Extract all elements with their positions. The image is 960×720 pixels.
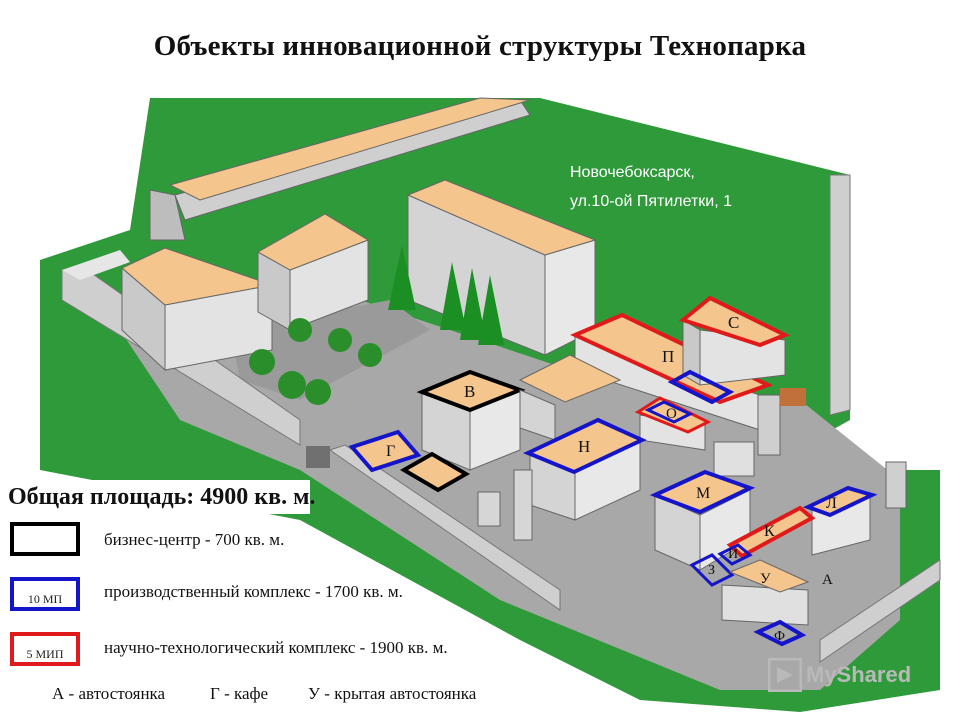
bldg-I-roof: [717, 543, 753, 566]
myshared-logo-icon: [768, 658, 802, 692]
bldg-O-inner: [644, 400, 694, 424]
fence-front: [328, 444, 561, 611]
bldg-U-front: [721, 584, 809, 626]
building-label: К: [764, 523, 775, 540]
conifer-tree: [440, 262, 466, 330]
building-label: Г: [386, 443, 395, 460]
building-label: У: [760, 571, 771, 587]
bldg-tall-roof: [406, 179, 597, 256]
post: [885, 461, 907, 509]
tower-roof: [780, 388, 806, 406]
bldg-left2-roof: [256, 213, 370, 271]
tree: [249, 349, 275, 375]
fence-left-top: [62, 250, 130, 280]
address-line-2: ул.10-ой Пятилетки, 1: [570, 193, 733, 210]
rear-building-side: [149, 189, 186, 241]
bldg-N-roof: [523, 417, 647, 475]
tree: [358, 343, 382, 367]
building-label: П: [662, 347, 674, 366]
building-label: Ф: [774, 629, 785, 644]
legend-text-science: научно-технологический комплекс - 1900 к…: [104, 638, 448, 657]
bldg-G-annex: [400, 451, 470, 493]
building-label: М: [696, 485, 710, 502]
abbr-cafe: Г - кафе: [210, 684, 269, 703]
legend-swatch-production: 10 МП: [10, 577, 80, 611]
tower: [757, 394, 781, 456]
rear-building-roof: [168, 97, 531, 201]
building-label: И: [728, 547, 738, 562]
tree: [328, 328, 352, 352]
conifer-tree: [460, 268, 486, 340]
bldg-mid-roof: [518, 354, 622, 403]
bldg-S-roof: [678, 295, 790, 348]
courtyard: [230, 300, 430, 400]
bldg-F-roof: [753, 619, 807, 647]
bldg-Z-roof: [689, 553, 735, 587]
bldg-U-roof: [728, 559, 810, 593]
gate-post: [513, 469, 533, 541]
conifer-tree: [478, 275, 504, 345]
address-line-1: Новочебоксарск,: [570, 164, 695, 181]
building-label: О: [666, 406, 677, 422]
watermark: MyShared: [768, 657, 911, 693]
legend-text-production: производственный комплекс - 1700 кв. м.: [104, 582, 403, 601]
legend-swatch-label: 10 МП: [27, 592, 63, 606]
conifer-tree: [388, 245, 416, 310]
tree: [305, 379, 331, 405]
legend-swatch-science: 5 МИП: [10, 632, 80, 666]
bldg-L-roof: [802, 485, 878, 518]
legend-swatch-business: [10, 522, 80, 556]
abbr-parking: А - автостоянка: [52, 684, 166, 703]
bldg-G-roof: [348, 429, 422, 473]
building-label: С: [728, 313, 739, 332]
page-title: Объекты инновационной структуры Технопар…: [153, 30, 807, 62]
bldg-K-roof: [726, 505, 816, 559]
bldg-M-roof: [649, 469, 756, 515]
legend-swatch-label: 5 МИП: [26, 647, 64, 661]
total-area: Общая площадь: 4900 кв. м.: [8, 480, 315, 514]
gate-post: [477, 491, 501, 527]
building-label: З: [708, 563, 715, 578]
building-label: В: [464, 382, 475, 401]
building-label: Н: [578, 437, 590, 456]
post: [306, 446, 330, 468]
tree: [278, 371, 306, 399]
legend-text-business: бизнес-центр - 700 кв. м.: [104, 530, 285, 549]
small-booth: [713, 441, 755, 477]
building-label: Л: [826, 495, 837, 512]
watermark-text: MyShared: [806, 662, 912, 687]
building-label: А: [822, 572, 833, 588]
fence-right: [829, 174, 851, 416]
fence-bottom-right: [819, 559, 941, 663]
abbr-covered-parking: У - крытая автостоянка: [308, 684, 477, 703]
tree: [288, 318, 312, 342]
bldg-P-inner-production: [667, 369, 735, 405]
